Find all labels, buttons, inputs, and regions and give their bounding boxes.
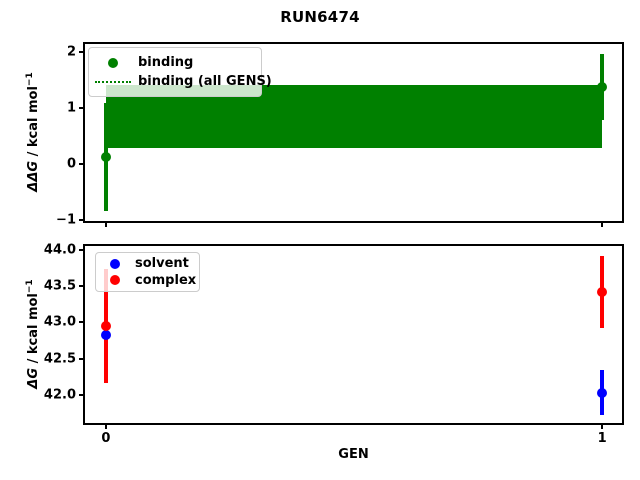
y-tick-mark xyxy=(79,321,83,324)
lower-y-axis-unit: / kcal mol xyxy=(26,293,42,368)
y-tick-label: 43.0 xyxy=(43,314,76,330)
legend-item-solvent: solvent xyxy=(96,257,199,270)
legend-label: solvent xyxy=(135,256,189,272)
complex-point-gen1 xyxy=(597,286,608,297)
delta-delta-g-symbol: ΔΔG xyxy=(26,160,42,192)
y-tick-mark xyxy=(79,218,83,221)
y-tick-label: 42.5 xyxy=(43,351,76,367)
lower-y-axis-unit-exponent: −1 xyxy=(24,279,35,294)
legend-item-binding: binding xyxy=(89,56,261,69)
upper-y-axis-label: ΔΔG / kcal mol−1 xyxy=(25,72,41,191)
solvent-point-gen0 xyxy=(100,329,111,340)
y-tick-label: 44.0 xyxy=(43,242,76,258)
legend-item-complex: complex xyxy=(96,274,199,287)
dotted-line-icon xyxy=(95,80,131,83)
legend-dot-handle xyxy=(101,258,129,269)
y-tick-mark xyxy=(79,285,83,288)
y-tick-mark xyxy=(79,248,83,251)
legend-line-handle xyxy=(94,80,132,83)
legend-item-binding-all-gens-: binding (all GENS) xyxy=(89,75,272,88)
y-tick-mark xyxy=(79,51,83,54)
y-tick-mark xyxy=(79,393,83,396)
y-tick-label: 1 xyxy=(66,100,76,116)
dot-marker-icon xyxy=(110,258,120,269)
y-tick-label: 0 xyxy=(66,156,76,172)
upper-plot-area: binding binding (all GENS) 2 1 0 −1 xyxy=(56,42,624,227)
y-tick-label: 43.5 xyxy=(43,278,76,294)
x-tick-mark xyxy=(104,425,107,429)
upper-y-axis-unit: / kcal mol xyxy=(26,86,42,161)
y-tick-label: −1 xyxy=(56,212,76,228)
x-tick-mark xyxy=(104,223,107,227)
y-tick-label: 42.0 xyxy=(43,387,76,403)
legend-label: binding xyxy=(138,55,194,70)
upper-y-axis-unit-exponent: −1 xyxy=(24,72,35,87)
x-tick-mark xyxy=(601,223,604,227)
binding-point-gen1 xyxy=(597,81,608,92)
y-tick-mark xyxy=(79,357,83,360)
complex-point-gen0 xyxy=(100,320,111,331)
x-tick-label: 0 xyxy=(101,431,111,446)
dot-marker-icon xyxy=(110,275,120,286)
delta-g-symbol: ΔG xyxy=(26,367,42,389)
legend-label: binding (all GENS) xyxy=(138,74,272,89)
x-tick-mark xyxy=(601,425,604,429)
legend-dot-handle xyxy=(101,275,129,286)
solvent-point-gen1 xyxy=(597,387,608,398)
dot-marker-icon xyxy=(108,57,118,68)
y-tick-mark xyxy=(79,107,83,110)
upper-legend: binding binding (all GENS) xyxy=(88,47,272,97)
figure-title: RUN6474 xyxy=(280,8,360,26)
legend-label: complex xyxy=(135,272,197,288)
lower-y-axis-label: ΔG / kcal mol−1 xyxy=(25,279,41,388)
binding-point-gen0 xyxy=(100,152,111,163)
x-axis-label: GEN xyxy=(338,447,369,462)
y-tick-label: 2 xyxy=(66,44,76,60)
x-tick-label: 1 xyxy=(597,431,607,446)
legend-dot-handle xyxy=(94,57,132,68)
y-tick-mark xyxy=(79,163,83,166)
